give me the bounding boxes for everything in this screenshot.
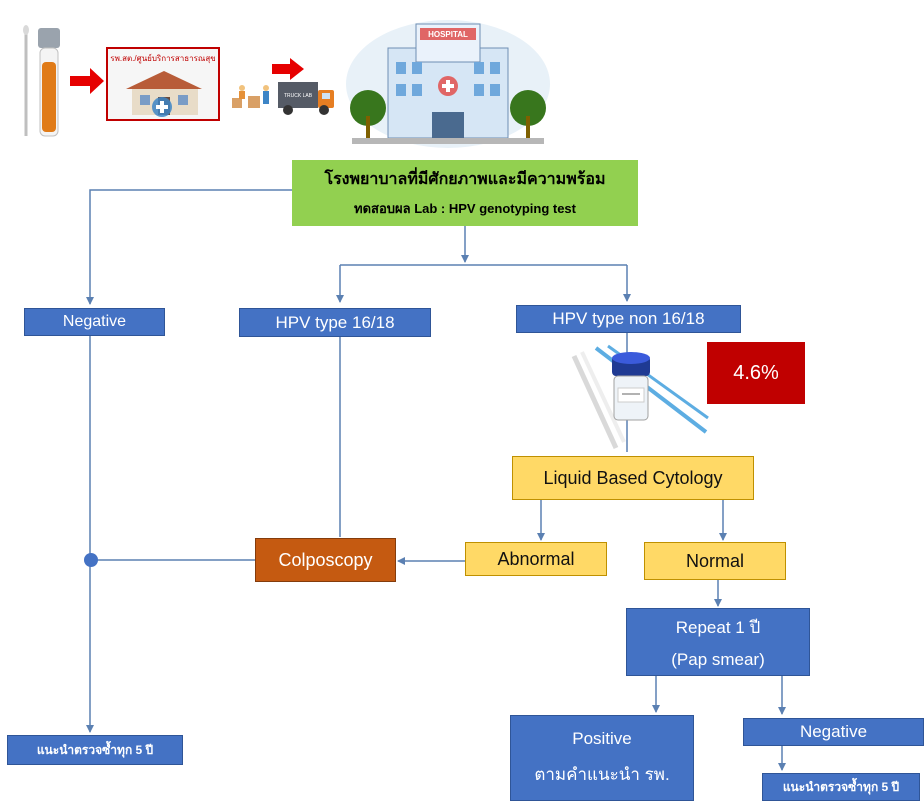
clinic-illustration: รพ.สต./ศูนย์บริการสาธารณสุข	[106, 47, 220, 121]
positive-box: Positive ตามคำแนะนำ รพ.	[510, 715, 694, 801]
junction-dot	[84, 553, 98, 567]
repeat-line2: (Pap smear)	[671, 650, 765, 669]
repeat-line1: Repeat 1 ปี	[675, 618, 761, 637]
advice-left-label: แนะนำตรวจซ้ำทุก 5 ปี	[36, 742, 154, 757]
negative-right-box: Negative	[743, 718, 924, 746]
positive-line2: ตามคำแนะนำ รพ.	[534, 764, 670, 784]
advice-right-label: แนะนำตรวจซ้ำทุก 5 ปี	[782, 779, 900, 794]
negative-right-label: Negative	[799, 722, 868, 741]
lab-title: โรงพยาบาลที่มีศักยภาพและมีความพร้อม	[324, 171, 606, 188]
lbc-sampling-kit-illustration	[571, 344, 709, 450]
positive-line1: Positive	[572, 728, 632, 748]
repeat-box: Repeat 1 ปี (Pap smear)	[626, 608, 810, 676]
hpv-1618-label: HPV type 16/18	[275, 312, 395, 332]
colposcopy-label: Colposcopy	[278, 549, 373, 570]
truck-label-text: TRUCK LAB	[284, 93, 313, 99]
negative-left-label: Negative	[62, 313, 127, 330]
colposcopy-box: Colposcopy	[255, 538, 396, 582]
lbc-box: Liquid Based Cytology	[512, 456, 754, 500]
abnormal-label: Abnormal	[497, 548, 575, 569]
advice-left-box: แนะนำตรวจซ้ำทุก 5 ปี	[7, 735, 183, 765]
advice-right-box: แนะนำตรวจซ้ำทุก 5 ปี	[762, 773, 920, 801]
normal-box: Normal	[644, 542, 786, 580]
delivery-truck-illustration: TRUCK LAB	[232, 58, 334, 115]
hpv-1618-box: HPV type 16/18	[239, 308, 431, 337]
hpv-non-1618-label: HPV type non 16/18	[552, 309, 705, 328]
abnormal-box: Abnormal	[465, 542, 607, 576]
hospital-illustration: HOSPITAL	[346, 20, 550, 148]
swab-tube-illustration	[23, 25, 60, 137]
clinic-building-icon	[126, 71, 202, 117]
negative-left-box: Negative	[24, 308, 165, 336]
lbc-label: Liquid Based Cytology	[543, 467, 723, 488]
red-arrow-icon	[70, 68, 104, 94]
connector-lab-to-negative	[86, 189, 292, 305]
normal-label: Normal	[685, 550, 744, 571]
percentage-value: 4.6%	[733, 361, 779, 384]
hpv-non-1618-box: HPV type non 16/18	[516, 305, 741, 333]
lab-test-box: โรงพยาบาลที่มีศักยภาพและมีความพร้อม ทดสอ…	[292, 160, 638, 226]
hospital-sign-text: HOSPITAL	[428, 30, 468, 39]
percentage-badge: 4.6%	[707, 342, 805, 404]
lab-subtitle: ทดสอบผล Lab : HPV genotyping test	[354, 201, 576, 216]
clinic-sign-text: รพ.สต./ศูนย์บริการสาธารณสุข	[110, 54, 216, 63]
